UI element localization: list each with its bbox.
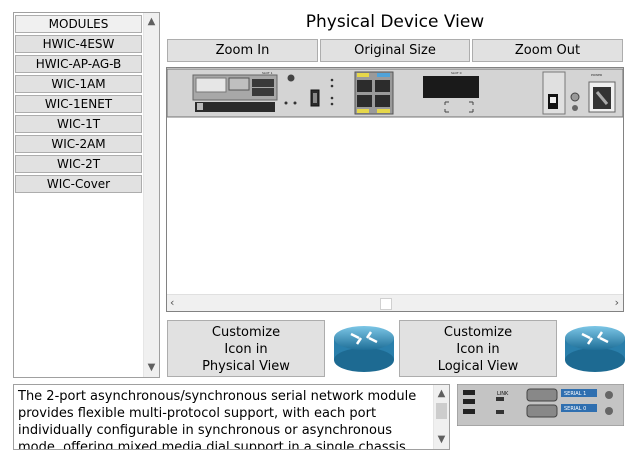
- page-title: Physical Device View: [305, 12, 485, 32]
- module-item-wic-2am[interactable]: WIC-2AM: [15, 135, 142, 153]
- zoom-in-button[interactable]: Zoom In: [167, 39, 318, 62]
- router-logical-icon: [565, 326, 625, 372]
- customize-physical-icon-button[interactable]: Customize Icon in Physical View: [167, 320, 325, 377]
- desc-scroll-down-icon[interactable]: ▼: [437, 434, 446, 445]
- router-physical-icon: [334, 326, 394, 372]
- hscroll-thumb[interactable]: [380, 298, 392, 310]
- module-item-wic-2t[interactable]: WIC-2T: [15, 155, 142, 173]
- module-item-wic-cover[interactable]: WIC-Cover: [15, 175, 142, 193]
- zoom-out-button[interactable]: Zoom Out: [472, 39, 623, 62]
- scroll-down-icon[interactable]: ▼: [147, 362, 156, 373]
- physical-device-view[interactable]: SLOT 1 SLOT 0: [166, 67, 624, 312]
- module-item-wic-1am[interactable]: WIC-1AM: [15, 75, 142, 93]
- module-item-wic-1t[interactable]: WIC-1T: [15, 115, 142, 133]
- preview-link-label: LINK: [497, 391, 509, 397]
- scroll-left-icon[interactable]: ‹: [170, 296, 175, 309]
- customize-physical-line2: Icon in: [224, 342, 268, 357]
- preview-serial1-label: SERIAL 1: [564, 391, 586, 397]
- modules-scrollbar[interactable]: ▲ ▼: [143, 13, 159, 377]
- slot1-label: SLOT 1: [262, 71, 273, 75]
- desc-scroll-up-icon[interactable]: ▲: [437, 388, 446, 399]
- preview-serial0-label: SERIAL 0: [564, 406, 586, 412]
- slot-0[interactable]: SLOT 0: [423, 71, 479, 113]
- desc-scroll-thumb[interactable]: [436, 403, 447, 419]
- customize-physical-line1: Customize: [211, 325, 281, 340]
- customize-logical-line3: Logical View: [437, 359, 519, 374]
- customize-logical-icon-button[interactable]: Customize Icon in Logical View: [399, 320, 557, 377]
- module-item-hwic-ap-ag-b[interactable]: HWIC-AP-AG-B: [15, 55, 142, 73]
- module-preview-image: LINK SERIAL 1 SERIAL 0: [457, 384, 624, 426]
- module-item-hwic-4esw[interactable]: HWIC-4ESW: [15, 35, 142, 53]
- modules-list[interactable]: MODULES HWIC-4ESW HWIC-AP-AG-B WIC-1AM W…: [13, 12, 160, 378]
- slot-1[interactable]: SLOT 1: [192, 71, 278, 101]
- customize-physical-line3: Physical View: [202, 359, 290, 374]
- original-size-button[interactable]: Original Size: [320, 39, 470, 62]
- description-scrollbar[interactable]: ▲ ▼: [433, 385, 449, 449]
- router-back-panel: SLOT 1 SLOT 0: [167, 68, 623, 118]
- power-label: POWER: [591, 73, 602, 77]
- module-description-box[interactable]: The 2-port asynchronous/synchronous seri…: [13, 384, 450, 450]
- module-item-wic-1enet[interactable]: WIC-1ENET: [15, 95, 142, 113]
- ethernet-ports[interactable]: [354, 71, 394, 115]
- slot0-label: SLOT 0: [451, 71, 462, 75]
- scroll-right-icon[interactable]: ›: [614, 296, 619, 309]
- scroll-up-icon[interactable]: ▲: [147, 16, 156, 27]
- customize-logical-line2: Icon in: [456, 342, 500, 357]
- module-description: The 2-port asynchronous/synchronous seri…: [18, 389, 417, 450]
- device-view-hscrollbar[interactable]: ‹ ›: [167, 294, 623, 311]
- customize-logical-line1: Customize: [443, 325, 513, 340]
- modules-header: MODULES: [15, 15, 142, 33]
